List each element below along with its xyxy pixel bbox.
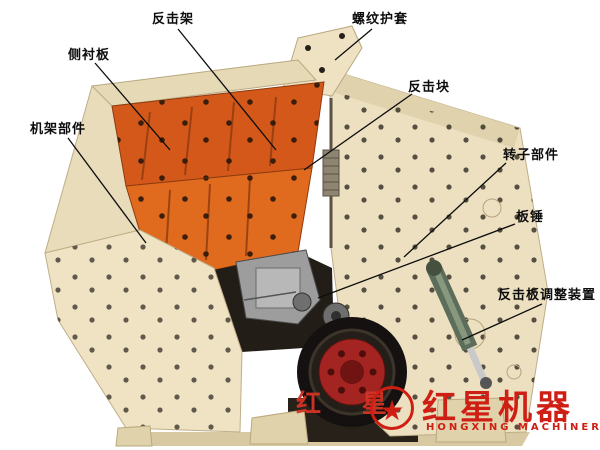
- impact-liner-lower: [125, 167, 313, 271]
- brand-name: 红星机器: [422, 388, 574, 428]
- brand-logo-icon: ★: [370, 386, 414, 430]
- label-blow-bar: 板锤: [516, 210, 545, 225]
- label-frame-parts: 机架部件: [30, 122, 87, 137]
- leader-lines: [67, 28, 543, 341]
- left-front-panel: [44, 229, 243, 433]
- label-thread-sleeve: 螺纹护套: [352, 12, 409, 27]
- label-impact-block: 反击块: [408, 80, 451, 95]
- label-side-liner: 侧衬板: [68, 48, 111, 63]
- watermark: ★ 红星机器 HONGXING MACHINERY: [366, 380, 600, 446]
- impact-liner-upper: [111, 81, 325, 187]
- label-adjuster: 反击板调整装置: [498, 288, 597, 303]
- tie-rod: [322, 98, 340, 248]
- label-rotor-parts: 转子部件: [503, 148, 560, 163]
- label-impact-frame: 反击架: [152, 12, 195, 27]
- support-legs: [115, 397, 507, 447]
- rotor-blow-bar: [235, 249, 350, 330]
- brand-subtitle: HONGXING MACHINERY: [426, 422, 600, 433]
- adjusting-cylinder: [426, 260, 492, 389]
